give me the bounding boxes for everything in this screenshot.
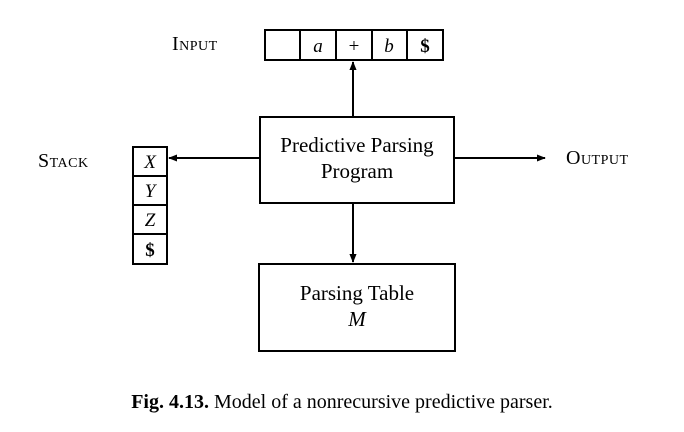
figure-caption-text: Model of a nonrecursive predictive parse… [214, 391, 553, 413]
stack-cell-2: Y [145, 181, 158, 202]
program-box: Predictive Parsing Program [259, 116, 455, 204]
figure-number: Fig. 4.13. [131, 391, 209, 413]
stack: X Y Z $ [132, 146, 168, 265]
stack-cell-4: $ [145, 240, 155, 261]
input-tape: a + b $ [264, 29, 444, 61]
input-cell-5: $ [420, 36, 430, 57]
parsing-table-box-line2: M [347, 307, 367, 331]
input-cell-4: b [384, 36, 394, 57]
figure-caption: Fig. 4.13. Model of a nonrecursive predi… [0, 391, 684, 414]
stack-cell-3: Z [145, 210, 156, 231]
input-tape-outline [264, 29, 444, 61]
input-cell-3: + [349, 36, 360, 57]
stack-label: Stack [38, 150, 89, 172]
output-label: Output [566, 147, 629, 169]
input-cell-2: a [313, 36, 323, 57]
program-box-outline [259, 116, 455, 204]
program-box-line1: Predictive Parsing [280, 133, 434, 157]
parsing-table-box: Parsing Table M [258, 263, 456, 352]
parsing-table-box-outline [258, 263, 456, 352]
parsing-table-box-line1: Parsing Table [300, 281, 414, 305]
program-box-line2: Program [321, 159, 393, 183]
stack-cell-1: X [143, 152, 157, 173]
input-label: Input [172, 33, 218, 55]
